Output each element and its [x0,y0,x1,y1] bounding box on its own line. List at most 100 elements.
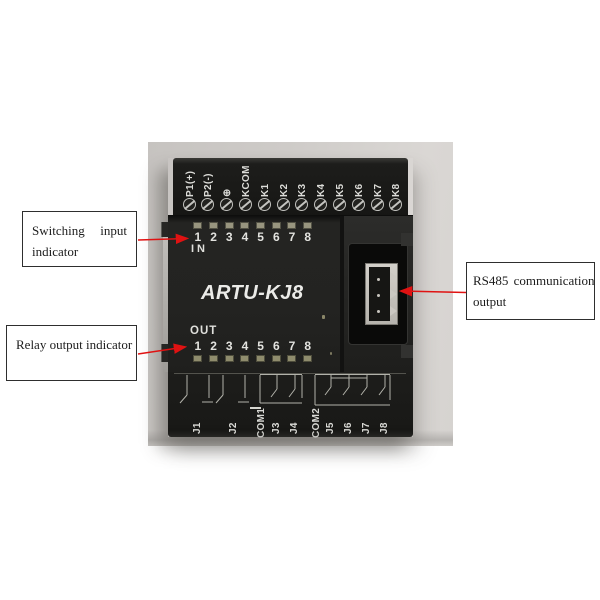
led-indicator [256,355,266,362]
out-section-label: OUT [190,325,218,337]
channel-number: 8 [304,230,311,244]
callout-switching-input-indicator: Switching input indicator [22,211,137,267]
din-clip-right-top [401,233,413,246]
led-indicator [224,222,234,229]
channel-number: 4 [241,339,249,353]
relay-contact-diagram [174,373,406,409]
scuff-mark [330,352,332,355]
top-terminal-block: P1(+) P2(-) ⊕ KCOM K1 K2 K3 K4 K5 K6 K7 K8 [173,158,408,218]
led-indicator [271,222,281,229]
terminal-label-J4: J4 [289,422,300,434]
screw-terminal-icon [314,198,328,211]
rs485-pin [377,278,380,281]
led-indicator [287,355,297,362]
channel-number: 8 [304,339,311,353]
connector-key [390,289,397,299]
channel-number: 2 [210,230,217,244]
terminal-label: ⊕ [222,188,234,197]
terminal-label: K8 [391,183,403,197]
terminal-K4: K4 [314,161,329,215]
terminal-label: K5 [334,183,346,197]
channel-number: 4 [241,230,249,244]
terminal-label: K4 [316,183,328,197]
connector-key [390,306,397,316]
terminal-label: K7 [372,183,384,197]
channel-number: 6 [272,339,280,353]
channel-number: 5 [257,339,264,353]
terminal-label-COM1: COM1 [256,407,267,438]
callout-text: Switching [32,223,85,238]
led-indicator [209,222,219,229]
scuff-mark [322,315,325,319]
screw-terminal-icon [276,198,290,211]
terminal-P1: P1(+) [182,161,198,215]
screw-terminal-icon [257,198,271,211]
callout-rs485-output: RS485 communication output [466,262,595,320]
terminal-K8: K8 [389,161,404,215]
terminal-label-J6: J6 [343,422,354,434]
channel-number: 1 [194,339,202,353]
in-section-label: IN [191,243,208,255]
terminal-K3: K3 [295,161,310,215]
terminal-label: P2(-) [203,173,215,197]
channel-number: 1 [194,230,202,244]
device-left-edge [163,222,170,372]
screw-terminal-icon [220,198,234,211]
terminal-label: K6 [353,183,365,197]
callout-line: Switching input [32,220,127,241]
screw-terminal-icon [351,198,365,211]
terminal-label-J3: J3 [271,422,282,434]
channel-number: 2 [210,339,217,353]
screw-terminal-icon [370,198,384,211]
terminal-K5: K5 [332,161,348,215]
callout-text: RS485 communication [473,273,595,288]
terminal-label-J2: J2 [228,422,239,434]
terminal-K1: K1 [257,161,273,215]
channel-number: 7 [288,230,296,244]
screw-terminal-icon [201,198,215,211]
terminal-label: P1(+) [184,170,196,197]
terminal-KCOM: KCOM [238,161,254,215]
terminal-K7: K7 [370,161,386,215]
screw-terminal-icon [389,198,403,211]
callout-relay-output-indicator: Relay output indicator [6,325,137,381]
din-clip-left-top [161,222,170,237]
callout-text: input [100,223,127,238]
channel-number: 7 [288,339,296,353]
screw-terminal-icon [238,198,252,211]
rs485-connector [365,263,398,325]
led-indicator [303,355,313,362]
terminal-: ⊕ [220,161,235,215]
channel-number: 6 [272,230,280,244]
callout-text: output [473,294,507,309]
terminal-P2: P2(-) [201,161,216,215]
terminal-K6: K6 [351,161,367,215]
channel-number: 3 [225,230,233,244]
screw-terminal-icon [332,198,346,211]
screw-terminal-icon [182,198,196,211]
terminal-label-COM2: COM2 [311,407,322,438]
terminal-label-J8: J8 [379,422,390,434]
led-indicator [240,222,250,229]
led-indicator [240,355,250,362]
din-clip-right-bottom [401,345,413,358]
terminal-label: K3 [297,183,309,197]
led-indicator [271,355,281,362]
rs485-recess [348,243,408,345]
terminal-label-J7: J7 [361,422,372,434]
terminal-label: K2 [278,183,290,197]
led-indicator [224,355,234,362]
terminal-K2: K2 [276,161,292,215]
input-led-row [190,222,316,229]
led-indicator [193,222,203,229]
terminal-label-J5: J5 [325,422,336,434]
terminal-label: KCOM [240,165,252,197]
terminal-label-J1: J1 [192,422,203,434]
callout-text: indicator [32,244,79,259]
callout-text: Relay output indicator [16,337,133,352]
led-indicator [303,222,313,229]
